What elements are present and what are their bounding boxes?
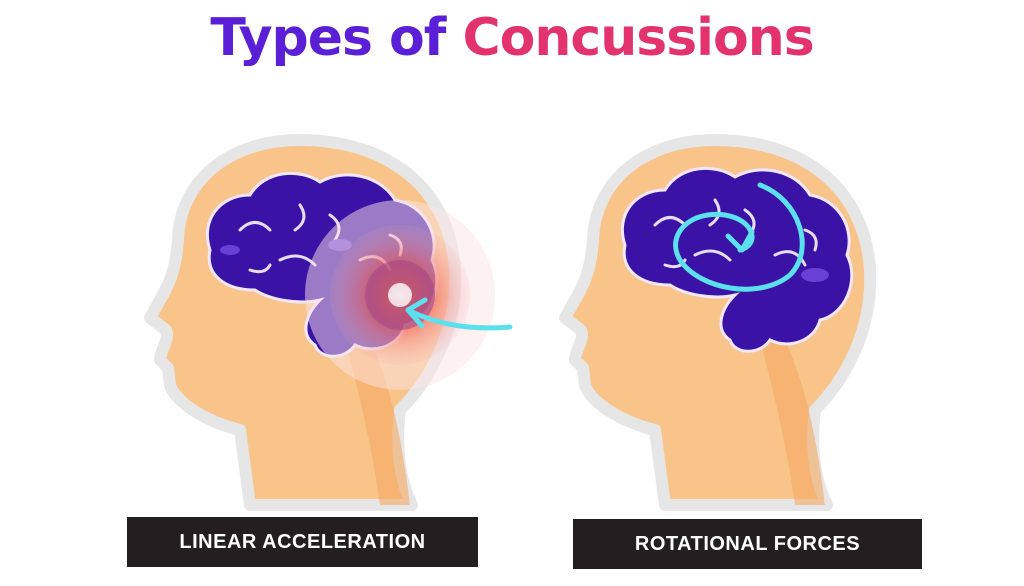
page-title: Types of Concussions [210, 8, 814, 68]
spiral-arrow-icon [673, 182, 805, 292]
label-linear-acceleration: LINEAR ACCELERATION [127, 517, 478, 567]
label-rotational-forces: ROTATIONAL FORCES [573, 519, 922, 569]
impact-rings [305, 200, 495, 390]
straight-arrow-icon [405, 297, 513, 331]
